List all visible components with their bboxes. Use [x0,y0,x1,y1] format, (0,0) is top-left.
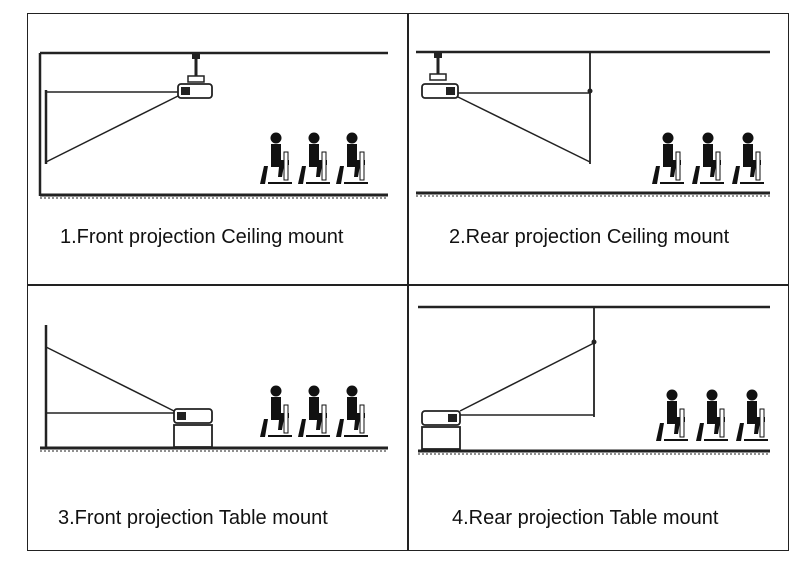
grid-divider-vertical [407,14,409,550]
projector-icon [177,53,213,99]
mounting-diagram-grid: 1.Front projection Ceiling mount [27,13,789,551]
front-ceiling-illustration [38,51,388,199]
audience-icon [260,132,368,184]
panel-caption: 4.Rear projection Table mount [452,507,719,529]
rear-ceiling-illustration [416,50,770,197]
projector-icon [421,52,459,99]
audience-icon [652,132,764,184]
panel-caption: 2.Rear projection Ceiling mount [449,226,730,248]
panel-caption: 1.Front projection Ceiling mount [60,226,344,248]
rear-table-illustration [418,305,770,455]
audience-icon [656,389,768,441]
panel-caption: 3.Front projection Table mount [58,507,328,529]
projector-icon [173,408,213,448]
panel-rear-ceiling: 2.Rear projection Ceiling mount [408,14,788,284]
panel-front-ceiling: 1.Front projection Ceiling mount [28,14,407,284]
audience-icon [260,385,368,437]
panel-front-table: 3.Front projection Table mount [28,285,407,550]
front-table-illustration [40,325,388,452]
projector-icon [421,410,461,450]
grid-divider-horizontal [28,284,788,286]
panel-rear-table: 4.Rear projection Table mount [408,285,788,550]
